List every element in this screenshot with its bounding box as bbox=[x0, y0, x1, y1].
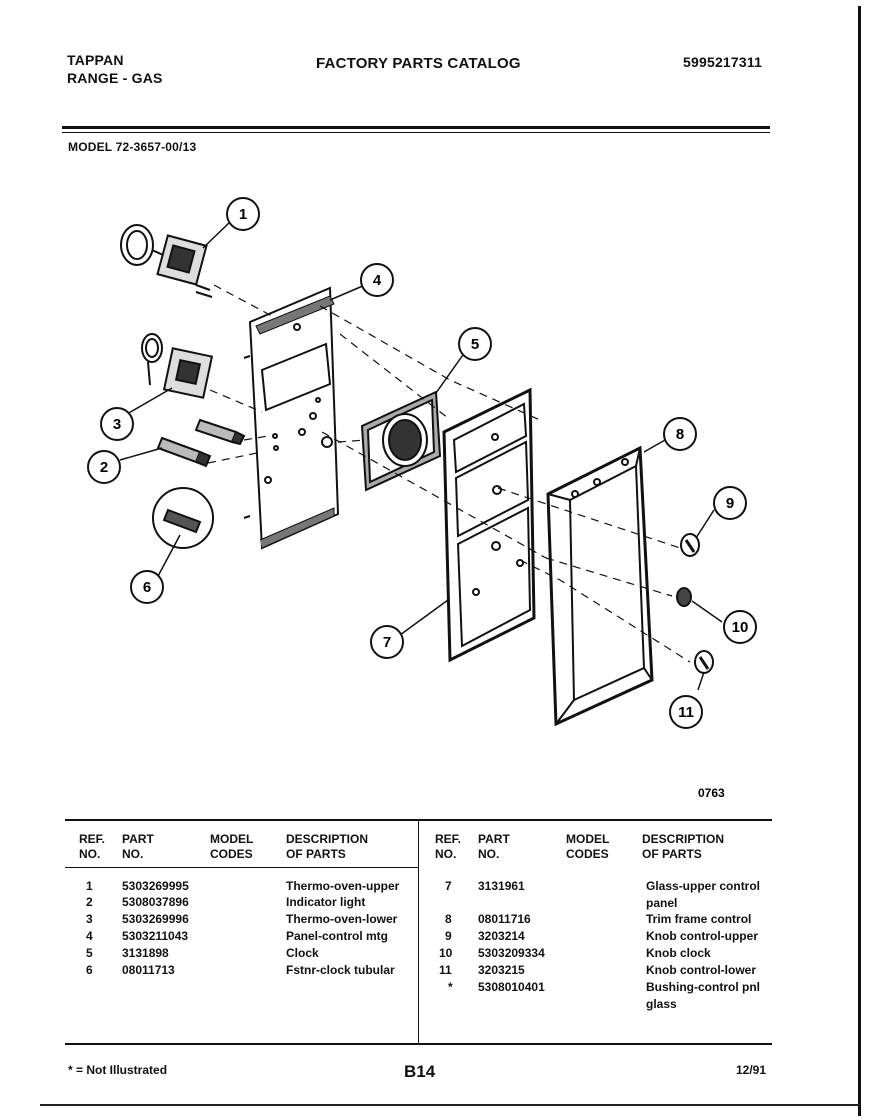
callout-6: 6 bbox=[130, 570, 164, 604]
table-row: 11 bbox=[439, 963, 452, 977]
table-row-part: 3131961 bbox=[478, 879, 525, 893]
svg-text:4: 4 bbox=[373, 272, 382, 289]
table-row: 2 bbox=[86, 895, 93, 909]
table-header-rule-left bbox=[65, 867, 418, 868]
catalog-number: 5995217311 bbox=[683, 54, 763, 70]
brand-name: TAPPAN bbox=[67, 52, 124, 68]
thermostat-upper-part bbox=[120, 224, 213, 298]
svg-text:5: 5 bbox=[471, 336, 479, 353]
table-row-desc: Clock bbox=[286, 946, 319, 960]
table-column-divider bbox=[418, 821, 419, 1045]
table-row-desc: Glass-upper control panel bbox=[646, 879, 761, 910]
callout-labels: 1 4 5 3 2 6 7 8 9 10 11 bbox=[87, 197, 757, 729]
table-row-part: 5308010401 bbox=[478, 980, 545, 994]
table-row: 7 bbox=[445, 879, 452, 893]
indicator-light-part bbox=[156, 418, 246, 468]
table-row-desc: Knob control-upper bbox=[646, 929, 758, 943]
callout-11: 11 bbox=[669, 695, 703, 729]
svg-text:8: 8 bbox=[676, 426, 684, 443]
clock-fastener-part bbox=[152, 487, 214, 549]
table-row: 5 bbox=[86, 946, 93, 960]
table-row: * bbox=[448, 980, 453, 994]
header-ref: REF.NO. bbox=[79, 832, 106, 861]
revision-date: 12/91 bbox=[736, 1063, 767, 1077]
glass-control-panel-part bbox=[442, 387, 536, 663]
header-rule-bottom bbox=[62, 132, 770, 133]
table-row-part: 08011713 bbox=[122, 963, 175, 977]
table-row-desc: Indicator light bbox=[286, 895, 366, 909]
table-row-desc: Trim frame control bbox=[646, 912, 752, 926]
table-row-desc: Thermo-oven-upper bbox=[286, 879, 400, 893]
svg-text:7: 7 bbox=[383, 634, 391, 651]
callout-1: 1 bbox=[226, 197, 260, 231]
callout-9: 9 bbox=[713, 486, 747, 520]
table-row-part: 3131898 bbox=[122, 946, 169, 960]
table-rule-bottom bbox=[65, 1043, 772, 1045]
svg-text:9: 9 bbox=[726, 495, 734, 512]
page-number: B14 bbox=[404, 1062, 436, 1081]
table-row: 6 bbox=[86, 963, 93, 977]
knob-lower-part bbox=[694, 650, 714, 674]
table-row: 9 bbox=[445, 929, 452, 943]
knob-clock-part bbox=[676, 587, 692, 607]
table-row-desc: Fstnr-clock tubular bbox=[286, 963, 395, 977]
assembly-lines bbox=[207, 284, 691, 663]
svg-text:2: 2 bbox=[100, 459, 108, 476]
svg-text:1: 1 bbox=[239, 206, 247, 223]
callout-2: 2 bbox=[87, 450, 121, 484]
model-label: MODEL 72-3657-00/13 bbox=[68, 140, 197, 154]
table-rule-top bbox=[65, 819, 772, 821]
table-row-part: 5303269995 bbox=[122, 879, 189, 893]
page-border-right bbox=[858, 6, 861, 1116]
table-row-part: 5308037896 bbox=[122, 895, 189, 909]
table-row: 4 bbox=[86, 929, 93, 943]
svg-text:3: 3 bbox=[113, 416, 121, 433]
callout-5: 5 bbox=[458, 327, 492, 361]
table-row-part: 5303269996 bbox=[122, 912, 189, 926]
table-row-part: 3203214 bbox=[478, 929, 525, 943]
table-row: 1 bbox=[86, 879, 93, 893]
clock-part bbox=[360, 390, 442, 492]
svg-text:10: 10 bbox=[732, 619, 749, 636]
svg-text:11: 11 bbox=[678, 704, 694, 721]
svg-text:6: 6 bbox=[143, 579, 151, 596]
page-border-bottom bbox=[40, 1104, 860, 1106]
product-type: RANGE - GAS bbox=[67, 70, 163, 86]
table-row-desc: Panel-control mtg bbox=[286, 929, 389, 943]
header-ref-right: REF.NO. bbox=[435, 832, 462, 861]
panel-control-mtg-part bbox=[243, 286, 340, 550]
knob-upper-part bbox=[680, 533, 700, 557]
table-row-desc: Knob control-lower bbox=[646, 963, 756, 977]
table-row: 8 bbox=[445, 912, 452, 926]
footnote: * = Not Illustrated bbox=[68, 1063, 168, 1077]
table-row-desc: Knob clock bbox=[646, 946, 711, 960]
table-row-part: 08011716 bbox=[478, 912, 531, 926]
exploded-parts-diagram: 1 4 5 3 2 6 7 8 9 10 11 0763 bbox=[87, 197, 757, 800]
table-row: 3 bbox=[86, 912, 93, 926]
table-row-desc: Bushing-control pnl glass bbox=[646, 980, 760, 1011]
callout-4: 4 bbox=[360, 263, 394, 297]
trim-frame-part bbox=[546, 445, 654, 727]
callout-8: 8 bbox=[663, 417, 697, 451]
callout-10: 10 bbox=[723, 610, 757, 644]
table-row-part: 5303211043 bbox=[122, 929, 189, 943]
diagram-code: 0763 bbox=[698, 786, 725, 800]
table-row: 10 bbox=[439, 946, 453, 960]
callout-3: 3 bbox=[100, 407, 134, 441]
catalog-title: FACTORY PARTS CATALOG bbox=[316, 55, 521, 72]
thermostat-lower-part bbox=[141, 333, 214, 399]
table-row-part: 5303209334 bbox=[478, 946, 545, 960]
table-row-part: 3203215 bbox=[478, 963, 525, 977]
table-row-desc: Thermo-oven-lower bbox=[286, 912, 398, 926]
callout-7: 7 bbox=[370, 625, 404, 659]
header-rule-top bbox=[62, 126, 770, 129]
